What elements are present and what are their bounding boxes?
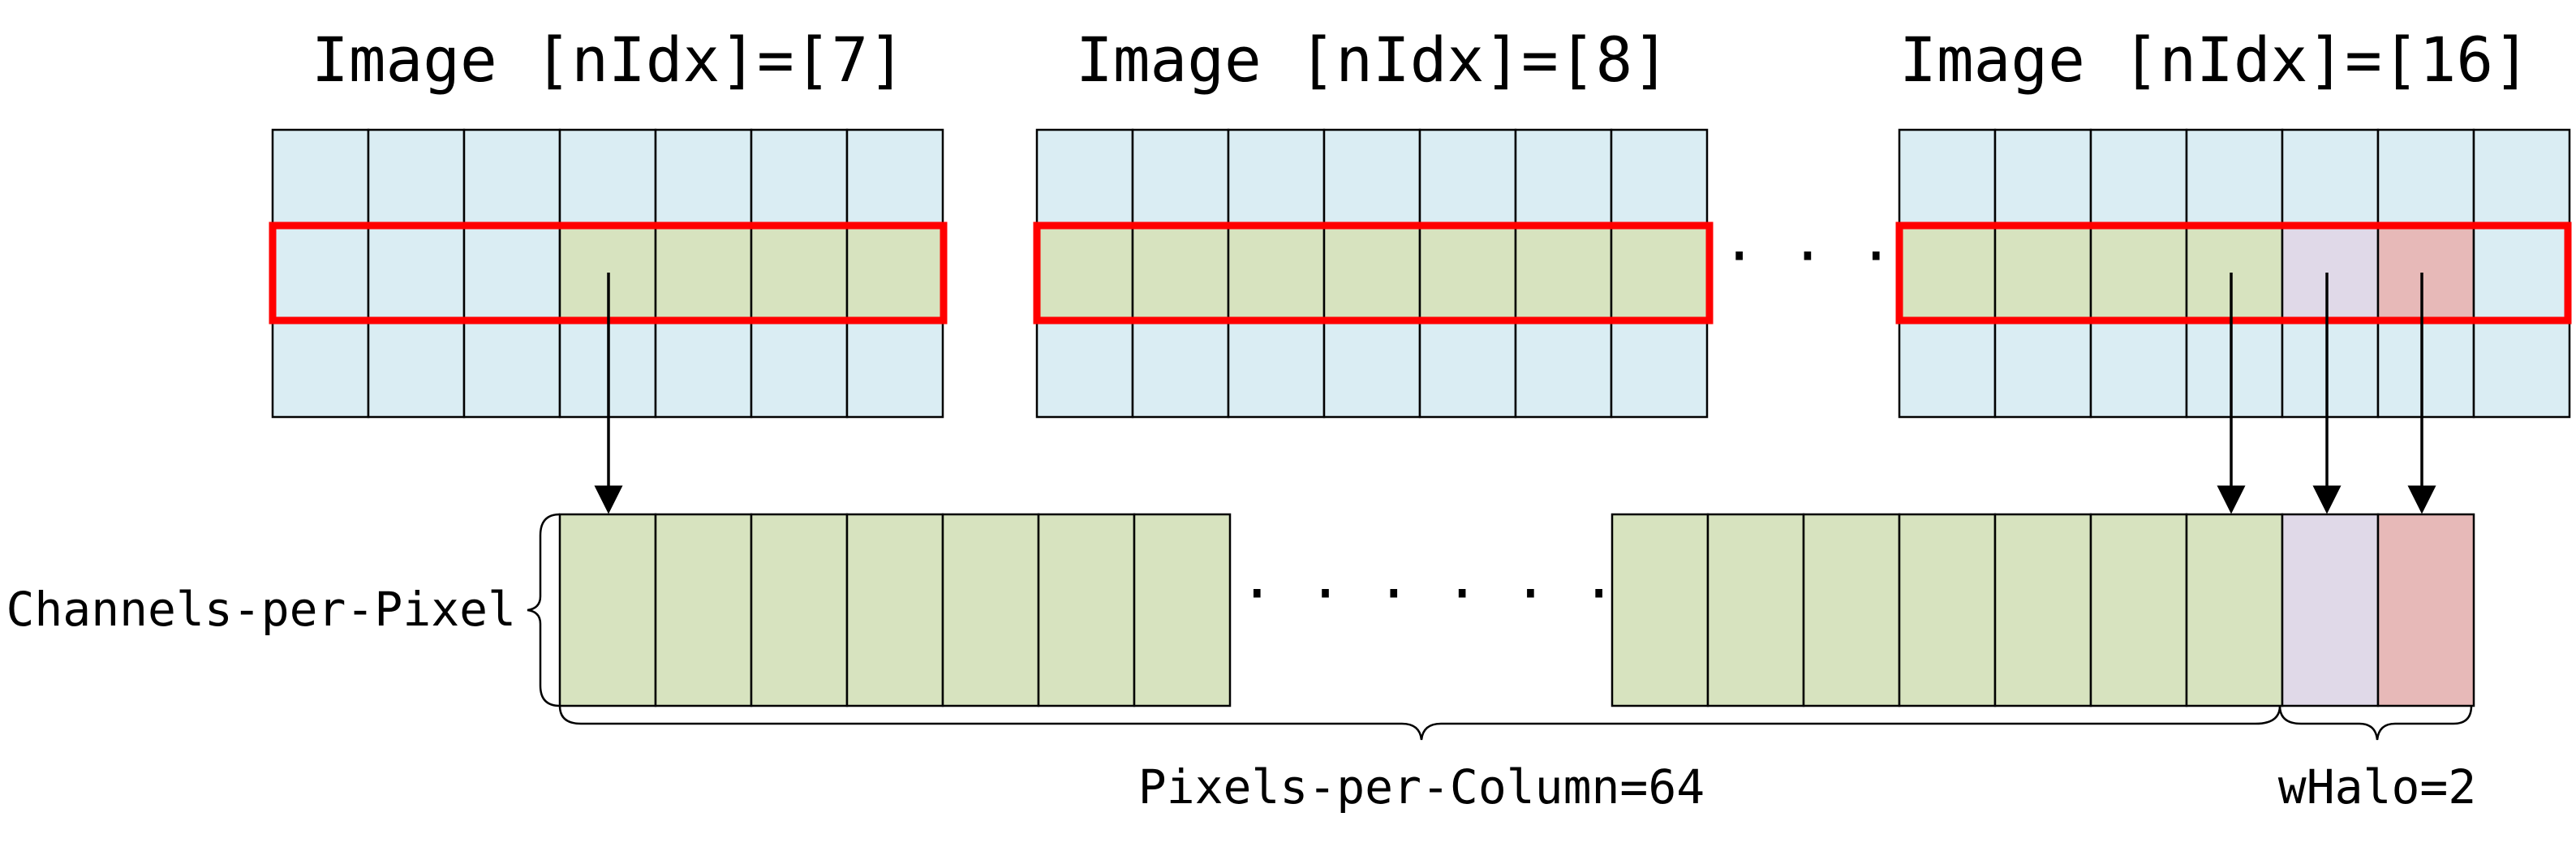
- image-cell: [2281, 128, 2380, 227]
- image-cell: [462, 128, 561, 227]
- image-cell: [1227, 224, 1326, 323]
- image-title-16: Image [nIdx]=[16]: [1899, 24, 2531, 96]
- image-cell: [367, 320, 466, 419]
- image-cell: [1322, 128, 1421, 227]
- column-cell: [1706, 513, 1805, 707]
- image-cell: [2472, 128, 2571, 227]
- image-cell: [2089, 320, 2188, 419]
- column-cell: [1133, 513, 1232, 707]
- image-cell: [462, 320, 561, 419]
- column-strip-right: [1611, 513, 2475, 707]
- image-cell: [654, 224, 753, 323]
- image-cell: [654, 320, 753, 419]
- image-cell: [2281, 320, 2380, 419]
- pixels-brace: [558, 705, 2281, 741]
- image-cell: [1898, 128, 1997, 227]
- column-cell: [1898, 513, 1997, 707]
- image-cell: [1131, 128, 1230, 227]
- image-cell: [2089, 128, 2188, 227]
- image-cell: [845, 128, 944, 227]
- image-title-7: Image [nIdx]=[7]: [312, 24, 905, 96]
- image-cell: [845, 320, 944, 419]
- image-cell: [1514, 224, 1613, 323]
- image-cell: [2472, 320, 2571, 419]
- image-cell: [1227, 128, 1326, 227]
- image-cell: [462, 224, 561, 323]
- column-ellipsis: · · · · · ·: [1240, 561, 1616, 627]
- image-cell: [1418, 320, 1517, 419]
- image-cell: [2185, 128, 2284, 227]
- image-grid-8: [1035, 128, 1709, 419]
- image-cell: [1898, 320, 1997, 419]
- column-cell: [1802, 513, 1901, 707]
- image-cell: [1514, 320, 1613, 419]
- channels-per-pixel-label: Channels-per-Pixel: [6, 582, 516, 637]
- channels-brace: [527, 513, 561, 707]
- column-cell: [2281, 513, 2380, 707]
- column-cell: [1037, 513, 1136, 707]
- image-cell: [271, 320, 370, 419]
- image-cell: [1418, 224, 1517, 323]
- column-cell: [1611, 513, 1709, 707]
- image-cell: [2472, 224, 2571, 323]
- column-strip-left: [558, 513, 1232, 707]
- image-cell: [1035, 320, 1134, 419]
- image-cell: [367, 224, 466, 323]
- image-grid-7: [271, 128, 944, 419]
- image-cell: [2376, 320, 2475, 419]
- column-cell: [941, 513, 1040, 707]
- image-cell: [1514, 128, 1613, 227]
- image-cell: [2281, 224, 2380, 323]
- whalo-label: wHalo=2: [2278, 759, 2476, 815]
- image-cell: [1993, 224, 2092, 323]
- image-ellipsis: · · ·: [1722, 223, 1894, 290]
- image-cell: [654, 128, 753, 227]
- pixels-per-column-label: Pixels-per-Column=64: [1138, 759, 1705, 815]
- column-cell: [2376, 513, 2475, 707]
- image-cell: [2185, 320, 2284, 419]
- image-cell: [1322, 224, 1421, 323]
- image-cell: [1227, 320, 1326, 419]
- column-cell: [1993, 513, 2092, 707]
- column-cell: [2089, 513, 2188, 707]
- image-title-8: Image [nIdx]=[8]: [1076, 24, 1670, 96]
- image-cell: [2185, 224, 2284, 323]
- image-cell: [271, 128, 370, 227]
- column-cell: [750, 513, 849, 707]
- image-grid-16: [1898, 128, 2571, 419]
- selection-box-16: [1895, 221, 2572, 325]
- image-cell: [1993, 128, 2092, 227]
- image-cell: [750, 320, 849, 419]
- halo-brace: [2278, 705, 2473, 741]
- image-cell: [1131, 224, 1230, 323]
- selection-box-8: [1033, 221, 1714, 325]
- image-cell: [1898, 224, 1997, 323]
- image-cell: [558, 128, 657, 227]
- column-cell: [654, 513, 753, 707]
- column-cell: [2185, 513, 2284, 707]
- image-cell: [367, 128, 466, 227]
- image-cell: [1610, 320, 1709, 419]
- image-cell: [271, 224, 370, 323]
- image-cell: [2376, 224, 2475, 323]
- image-cell: [1035, 224, 1134, 323]
- image-cell: [1418, 128, 1517, 227]
- image-cell: [2089, 224, 2188, 323]
- image-cell: [750, 128, 849, 227]
- image-cell: [1610, 224, 1709, 323]
- image-cell: [1035, 128, 1134, 227]
- image-cell: [1131, 320, 1230, 419]
- image-cell: [1322, 320, 1421, 419]
- image-cell: [1610, 128, 1709, 227]
- image-cell: [1993, 320, 2092, 419]
- image-cell: [845, 224, 944, 323]
- column-cell: [845, 513, 944, 707]
- image-cell: [2376, 128, 2475, 227]
- image-cell: [750, 224, 849, 323]
- column-cell: [558, 513, 657, 707]
